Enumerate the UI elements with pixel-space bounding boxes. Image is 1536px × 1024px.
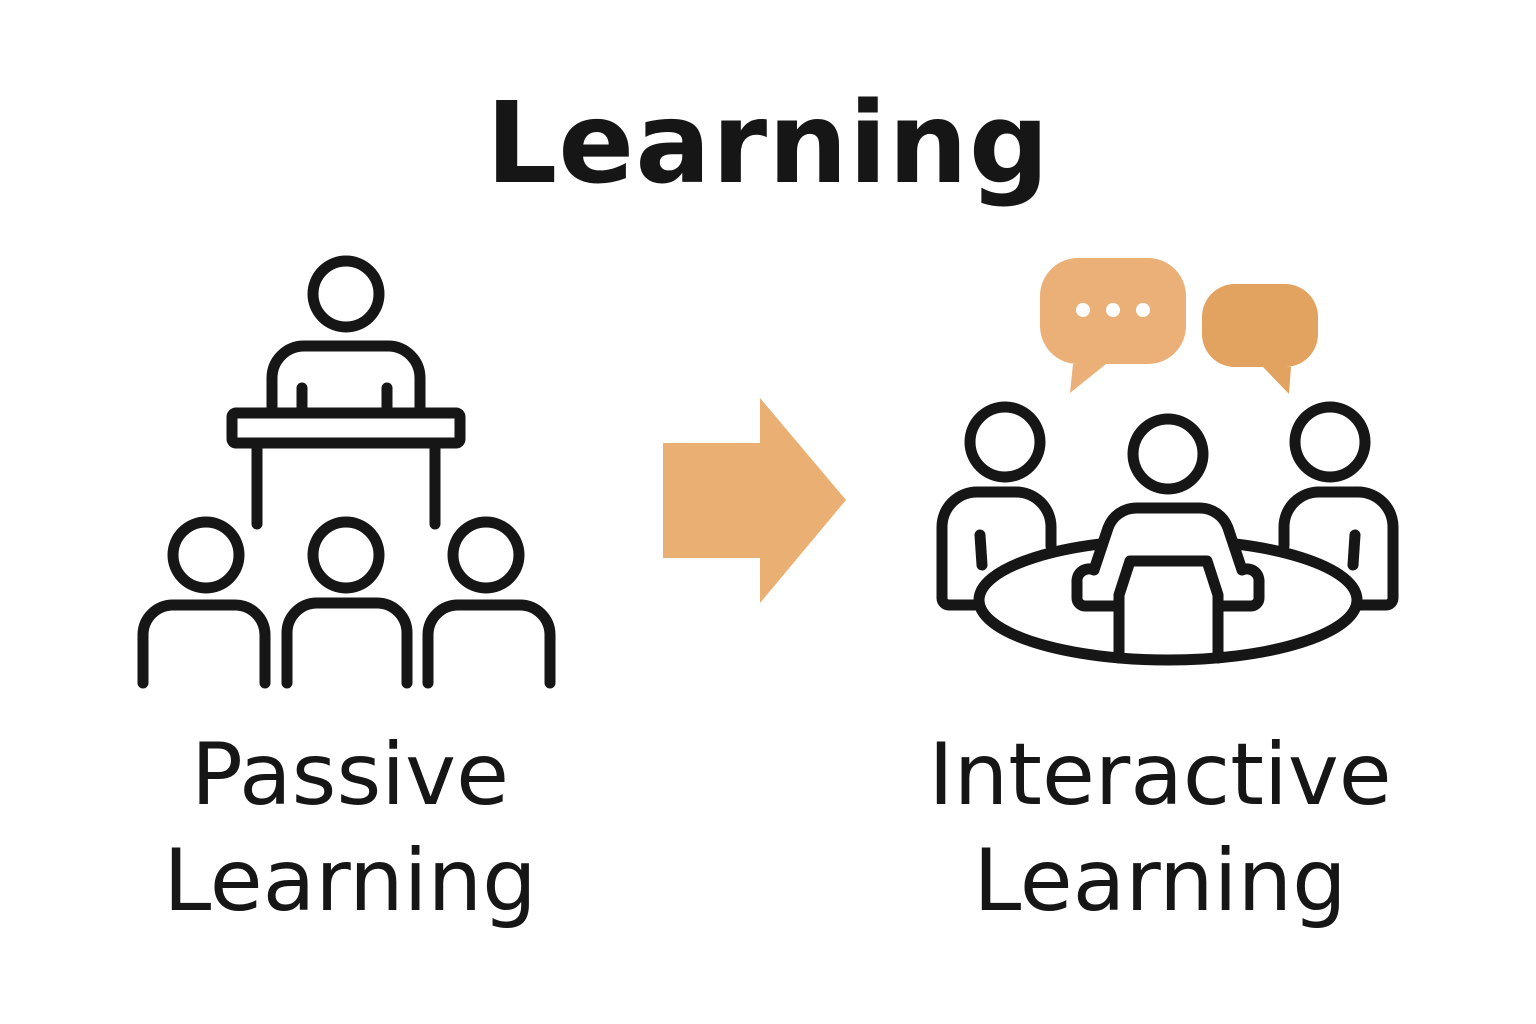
- speech-bubble-icon: [1202, 284, 1318, 394]
- speech-bubble-ellipsis-icon: [1040, 258, 1186, 393]
- lecture-presenter-audience-icon: [137, 255, 556, 689]
- arrow-right-icon: [663, 398, 846, 603]
- interactive-label-line2: Learning: [973, 831, 1347, 931]
- interactive-learning-label: Interactive Learning: [900, 722, 1420, 934]
- passive-learning-label: Passive Learning: [100, 722, 600, 934]
- diagram-title: Learning: [485, 79, 1051, 209]
- passive-label-line1: Passive: [190, 725, 509, 825]
- interactive-label-line1: Interactive: [928, 725, 1392, 825]
- round-table-discussion-icon: [936, 401, 1399, 666]
- passive-label-line2: Learning: [163, 831, 537, 931]
